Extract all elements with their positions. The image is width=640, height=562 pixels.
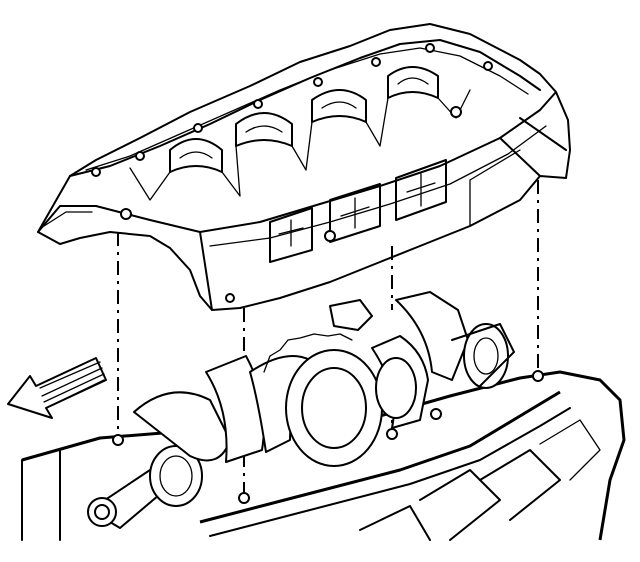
crankshaft <box>87 291 544 529</box>
front-direction-arrow <box>7 357 107 419</box>
lower-crankcase <box>37 23 571 311</box>
bolt-holes <box>91 43 493 303</box>
side-windows <box>269 159 447 263</box>
